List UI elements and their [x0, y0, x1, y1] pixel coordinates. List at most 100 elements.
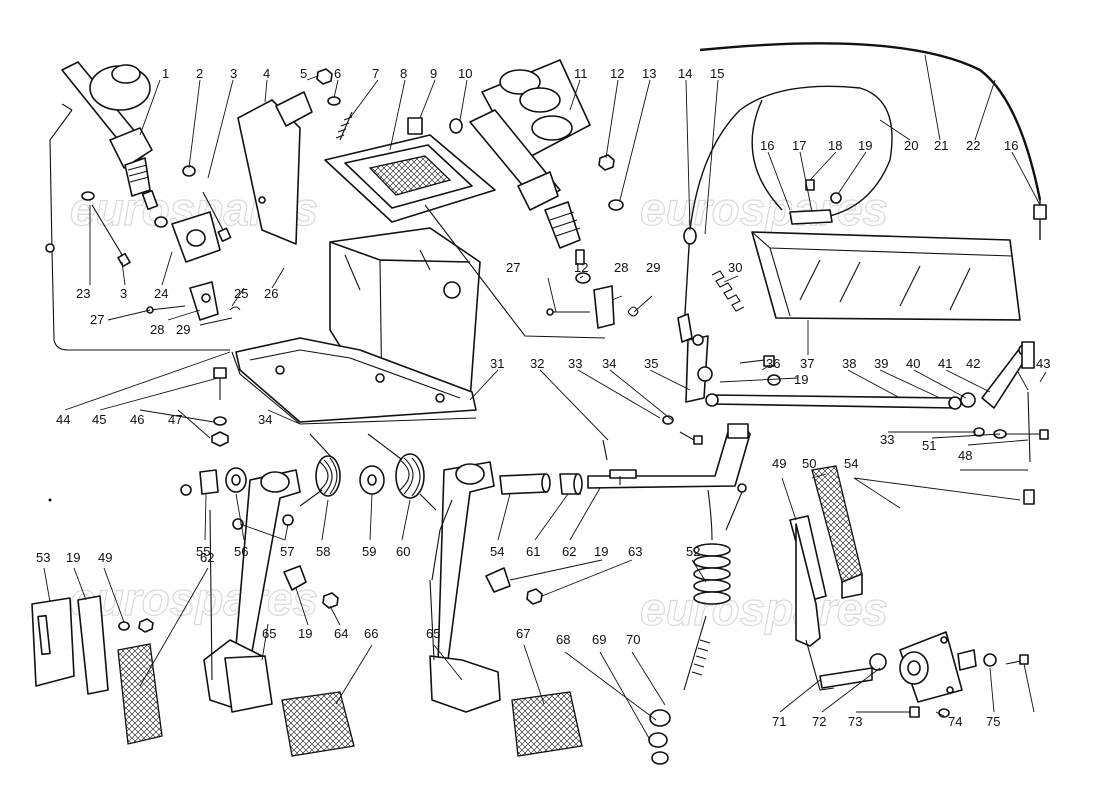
callout: 34 — [602, 356, 616, 371]
clutch-pedal — [203, 469, 301, 713]
callout: 27 — [90, 312, 104, 327]
callout: 54 — [844, 456, 858, 471]
callout: 64 — [334, 626, 348, 641]
callout: 34 — [258, 412, 272, 427]
callout: 67 — [516, 626, 530, 641]
stop-bumper — [485, 567, 511, 593]
callout: 70 — [626, 632, 640, 647]
callout: 9 — [430, 66, 437, 81]
callout: 54 — [490, 544, 504, 559]
callout: 53 — [36, 550, 50, 565]
callout: 14 — [678, 66, 692, 81]
callout: 28 — [150, 322, 164, 337]
callout: 68 — [556, 632, 570, 647]
callout: 45 — [92, 412, 106, 427]
watermark: eurospares — [70, 573, 318, 625]
cross-shaft — [587, 423, 751, 489]
callout: 1 — [162, 66, 169, 81]
cable-outer — [699, 42, 1042, 201]
pin — [1027, 391, 1031, 463]
callout: 19 — [794, 372, 808, 387]
callout: 19 — [298, 626, 312, 641]
callout: 31 — [490, 356, 504, 371]
callout: 55 — [196, 544, 210, 559]
callout: 32 — [530, 356, 544, 371]
callout: 4 — [263, 66, 270, 81]
nut — [316, 68, 333, 85]
callout: 38 — [842, 356, 856, 371]
callout: 73 — [848, 714, 862, 729]
callout: 42 — [966, 356, 980, 371]
stop-bumper — [283, 565, 307, 591]
linkage-rod — [685, 334, 1035, 410]
callout: 21 — [934, 138, 948, 153]
callout: 36 — [766, 356, 780, 371]
callout: 46 — [130, 412, 144, 427]
callout: 43 — [1036, 356, 1050, 371]
callout: 48 — [958, 448, 972, 463]
callout: 10 — [458, 66, 472, 81]
callout: 26 — [264, 286, 278, 301]
callout: 39 — [874, 356, 888, 371]
pedal-box — [231, 227, 481, 425]
callout: 50 — [802, 456, 816, 471]
mounting-plate — [237, 99, 301, 245]
callout: 62 — [562, 544, 576, 559]
leader — [424, 204, 606, 339]
callout: 24 — [154, 286, 168, 301]
callout: 33 — [568, 356, 582, 371]
callout: 37 — [800, 356, 814, 371]
callout: 29 — [176, 322, 190, 337]
callout: 69 — [592, 632, 606, 647]
callout: 72 — [812, 714, 826, 729]
callout: 60 — [396, 544, 410, 559]
brake-pedal — [429, 461, 501, 713]
callout: 7 — [372, 66, 379, 81]
callout: 12 — [574, 260, 588, 275]
bushing — [499, 473, 548, 495]
spring-hook — [707, 489, 713, 541]
callout: 66 — [364, 626, 378, 641]
cover-plate — [751, 231, 1021, 321]
callout: 23 — [76, 286, 90, 301]
callout: 30 — [728, 260, 742, 275]
union-fitting — [407, 117, 423, 135]
callout: 40 — [906, 356, 920, 371]
callout: 20 — [904, 138, 918, 153]
rod-end — [649, 709, 671, 727]
callout: 65 — [262, 626, 276, 641]
callout: 65 — [426, 626, 440, 641]
nut — [154, 216, 168, 228]
callout: 75 — [986, 714, 1000, 729]
callout: 16 — [1004, 138, 1018, 153]
callout: 28 — [614, 260, 628, 275]
callout: 15 — [710, 66, 724, 81]
cable-inner — [739, 85, 893, 219]
callout: 35 — [644, 356, 658, 371]
callout: 27 — [506, 260, 520, 275]
callout: 47 — [168, 412, 182, 427]
callout: 51 — [922, 438, 936, 453]
pedal-pad-left — [31, 595, 163, 745]
watermark: eurospares — [640, 183, 888, 235]
callout: 33 — [880, 432, 894, 447]
accelerator-pedal — [789, 465, 873, 691]
callout: 12 — [610, 66, 624, 81]
callout: 11 — [574, 66, 588, 81]
callout: 22 — [966, 138, 980, 153]
callout: 63 — [628, 544, 642, 559]
callout: 62 — [200, 550, 214, 565]
callout: 71 — [772, 714, 786, 729]
callout: 44 — [56, 412, 70, 427]
callout: 19 — [66, 550, 80, 565]
callout: 74 — [948, 714, 962, 729]
torsion-spring — [367, 433, 406, 463]
key — [602, 439, 608, 461]
callout: 3 — [120, 286, 127, 301]
callout: 5 — [300, 66, 307, 81]
callout: 57 — [280, 544, 294, 559]
callout: 49 — [98, 550, 112, 565]
callout: 13 — [642, 66, 656, 81]
callout: 19 — [858, 138, 872, 153]
